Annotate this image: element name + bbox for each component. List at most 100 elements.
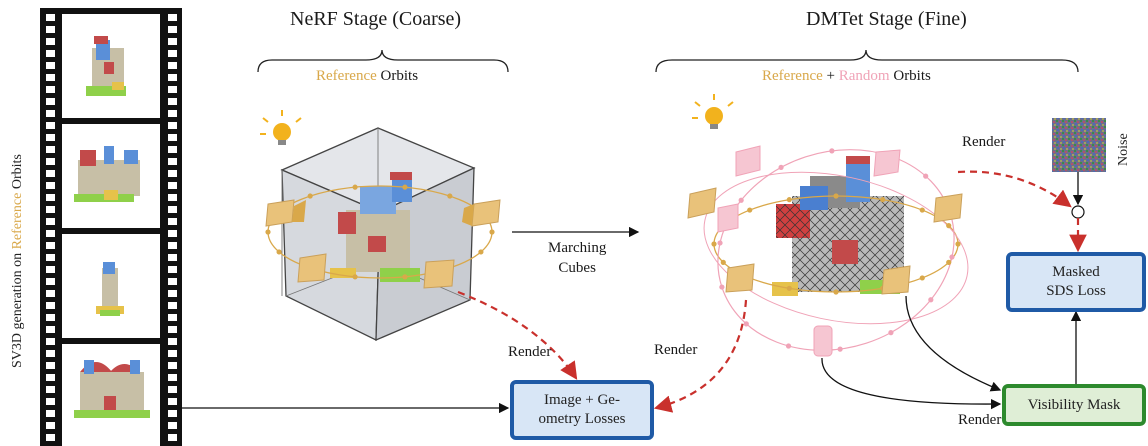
nerf-orbit-highlight: Reference (316, 68, 377, 84)
camera-icon (462, 199, 501, 227)
dmtet-orbit-label: Reference + Random Orbits (762, 68, 931, 85)
noise-patch-icon (1052, 118, 1106, 172)
camera-icon (423, 259, 455, 289)
film-perforation (168, 362, 177, 369)
visibility-label: Visibility Mask (1027, 396, 1121, 413)
camera-icon (265, 199, 306, 227)
orbit-point (946, 223, 952, 229)
render-mask-label: Render (958, 412, 1002, 428)
film-perforation (46, 206, 55, 213)
dmtet-orbit-suffix: Orbits (893, 68, 931, 84)
orbit-point (352, 274, 358, 280)
film-perforation (168, 266, 177, 273)
film-perforation (168, 110, 177, 117)
film-perforation (168, 86, 177, 93)
film-perforation (46, 146, 55, 153)
orbit-point (265, 229, 271, 235)
film-perforation (168, 218, 177, 225)
dmtet-brace (655, 49, 1079, 73)
render-dmtet-label: Render (654, 342, 698, 358)
render-nerf-arrow (457, 290, 578, 380)
orbit-point (402, 184, 408, 190)
dmtet-stage-title: DMTet Stage (Fine) (806, 8, 967, 30)
film-perforation (168, 14, 177, 21)
nerf-volume-cube (280, 127, 476, 342)
film-perforation (46, 38, 55, 45)
dmtet-orbit-plus: + (826, 68, 836, 84)
orbit-point (717, 240, 723, 246)
film-perforation (46, 50, 55, 57)
orbit-point (720, 259, 726, 265)
orbit-point (778, 164, 784, 170)
orbit-point (833, 193, 839, 199)
film-perforation (168, 326, 177, 333)
film-perforation (168, 386, 177, 393)
film-perforation (168, 26, 177, 33)
film-perforation (46, 374, 55, 381)
camera-icon (717, 203, 739, 233)
nerf-orbit-label: Reference Orbits (316, 68, 418, 85)
film-perforation (46, 338, 55, 345)
light-bulb-icon (260, 110, 302, 145)
camera-icon (725, 263, 755, 293)
film-perforation (46, 350, 55, 357)
film-perforation (46, 218, 55, 225)
orbit-point (478, 249, 484, 255)
film-perforation (46, 314, 55, 321)
film-perforation (168, 422, 177, 429)
film-perforation (168, 338, 177, 345)
film-perforation (168, 254, 177, 261)
film-perforation (168, 182, 177, 189)
orbit-point (786, 285, 792, 291)
orbit-point (888, 330, 894, 336)
orbit-point (307, 193, 313, 199)
film-perforation (46, 14, 55, 21)
orbit-point (785, 343, 792, 349)
film-perforation (168, 374, 177, 381)
film-perforation (168, 242, 177, 249)
orbit-point (919, 275, 925, 281)
nerf-stage-title: NeRF Stage (Coarse) (290, 8, 462, 30)
film-perforation (46, 410, 55, 417)
nerf-orbit-suffix: Orbits (380, 68, 419, 84)
orbit-point (402, 274, 408, 280)
camera-icon (687, 187, 717, 219)
light-bulb-icon (692, 94, 734, 129)
film-perforation (46, 386, 55, 393)
dmtet-orbit-reference: Reference (762, 68, 823, 84)
orbit-point (719, 284, 725, 290)
camera-icon (297, 253, 327, 283)
film-perforation (168, 410, 177, 417)
camera-icon (735, 145, 761, 177)
sds-line2: SDS Loss (1046, 283, 1106, 299)
film-perforation (46, 230, 55, 237)
castle-thumbnail-4 (74, 360, 150, 418)
camera-icon (933, 193, 963, 223)
marching-cubes-line2: Cubes (558, 260, 596, 277)
orbit-point (489, 229, 495, 235)
render-dmtet-arrow (653, 299, 748, 413)
dmtet-mesh-castle (772, 156, 904, 296)
orbit-point (955, 241, 961, 247)
film-perforation (168, 158, 177, 165)
marching-cubes-line1: Marching (548, 240, 607, 256)
film-perforation (46, 290, 55, 297)
orbit-point (880, 197, 886, 203)
orbit-point (276, 249, 282, 255)
camera-icon (873, 149, 901, 177)
film-perforation (46, 98, 55, 105)
dmtet-random-orbit (703, 171, 969, 325)
film-perforation (46, 26, 55, 33)
orbit-point (447, 193, 453, 199)
orbit-point (829, 148, 835, 154)
image-geometry-loss-box: Image + Ge- ometry Losses (510, 380, 654, 440)
film-perforation (46, 302, 55, 309)
castle-thumbnail-1 (86, 36, 126, 96)
film-perforation (46, 158, 55, 165)
film-perforation (168, 434, 177, 441)
film-perforation (46, 182, 55, 189)
side-caption-prefix: SV3D generation on (10, 252, 25, 368)
noise-add-node (1071, 205, 1085, 219)
masked-sds-loss-box: Masked SDS Loss (1006, 252, 1146, 312)
